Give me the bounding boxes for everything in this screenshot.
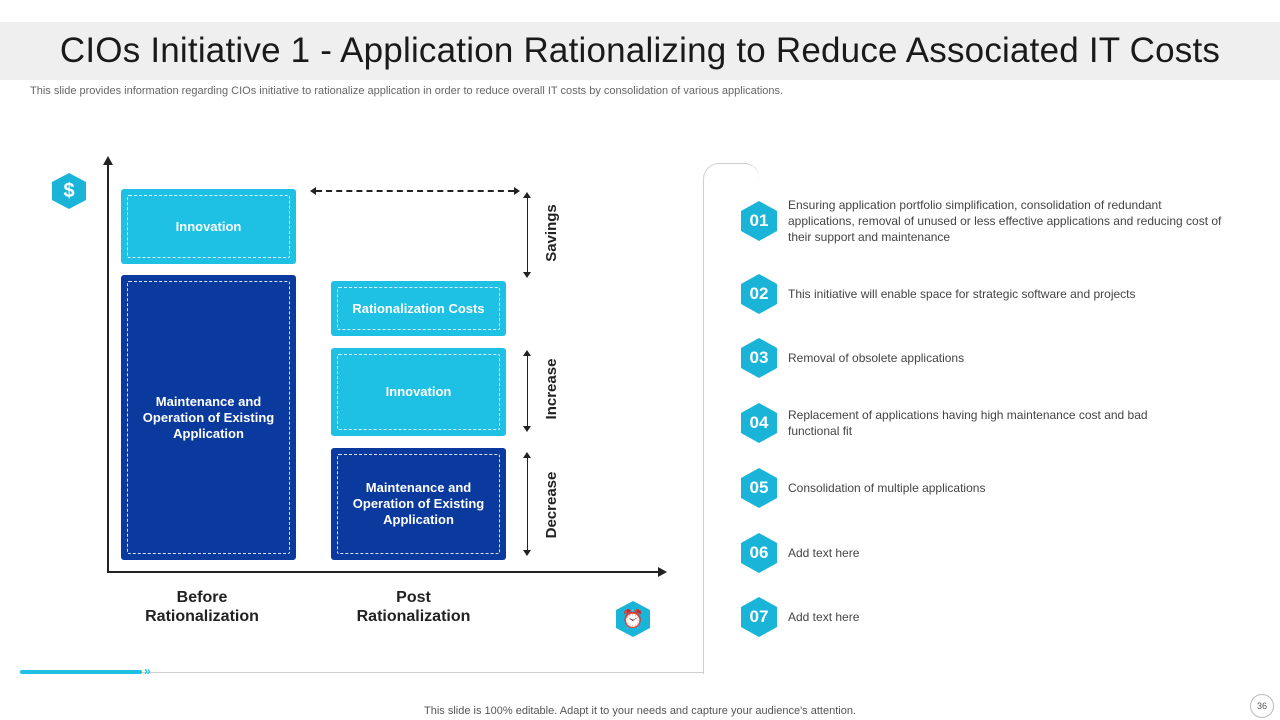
increase-label: Increase [543, 358, 560, 420]
slide-footer: This slide is 100% editable. Adapt it to… [424, 705, 856, 717]
savings-dashed-arrow [316, 190, 514, 192]
post-maintenance-label: Maintenance and Operation of Existing Ap… [352, 480, 485, 527]
before-innovation-label: Innovation [175, 218, 242, 234]
arrow-up-icon [523, 452, 531, 458]
before-maintenance-label: Maintenance and Operation of Existing Ap… [142, 393, 275, 441]
arrow-right-icon [514, 187, 520, 195]
arrow-down-icon [523, 272, 531, 278]
frame-bottom-line [20, 672, 704, 673]
before-innovation-box: Innovation [121, 189, 296, 264]
list-item-text: Removal of obsolete applications [788, 351, 965, 365]
title-band: CIOs Initiative 1 - Application Rational… [0, 22, 1280, 80]
post-rationalization-label: Post Rationalization [356, 589, 471, 625]
savings-label: Savings [543, 204, 560, 262]
decrease-arrow [527, 456, 528, 552]
double-chevron-icon: » [144, 664, 151, 678]
page-number: 36 [1250, 694, 1274, 718]
dollar-icon: $ [52, 173, 86, 209]
step-number-badge: 06 [741, 533, 777, 573]
slide-title: CIOs Initiative 1 - Application Rational… [59, 31, 1221, 70]
progress-bar [20, 670, 142, 674]
rationalization-costs-box: Rationalization Costs [331, 281, 506, 336]
list-item-text: Consolidation of multiple applications [788, 481, 986, 495]
content-frame [703, 163, 760, 674]
arrow-down-icon [523, 426, 531, 432]
arrow-down-icon [523, 550, 531, 556]
list-item-text: Add text here [788, 546, 860, 560]
arrow-up-icon [523, 192, 531, 198]
post-maintenance-box: Maintenance and Operation of Existing Ap… [331, 448, 506, 560]
step-number-badge: 07 [741, 597, 777, 637]
before-rationalization-label: Before Rationalization [145, 589, 259, 625]
list-item-text: This initiative will enable space for st… [788, 287, 1136, 301]
y-axis [107, 162, 109, 573]
y-axis-arrow [103, 156, 113, 165]
list-item-text: Replacement of applications having high … [788, 408, 1148, 438]
x-axis-arrow [658, 567, 667, 577]
slide-subtitle: This slide provides information regardin… [30, 85, 784, 97]
list-item-text: Ensuring application portfolio simplific… [788, 198, 1222, 244]
before-maintenance-box: Maintenance and Operation of Existing Ap… [121, 275, 296, 560]
arrow-left-icon [310, 187, 316, 195]
rationalization-costs-label: Rationalization Costs [352, 300, 485, 316]
x-axis [107, 571, 659, 573]
arrow-up-icon [523, 350, 531, 356]
post-innovation-label: Innovation [385, 384, 452, 399]
step-number-badge: 01 [741, 201, 777, 241]
decrease-label: Decrease [543, 471, 560, 539]
clock-icon: ⏰ [616, 601, 650, 637]
list-item-text: Add text here [788, 610, 860, 624]
increase-arrow [527, 354, 528, 428]
post-innovation-box: Innovation [331, 348, 506, 436]
savings-arrow [527, 196, 528, 274]
